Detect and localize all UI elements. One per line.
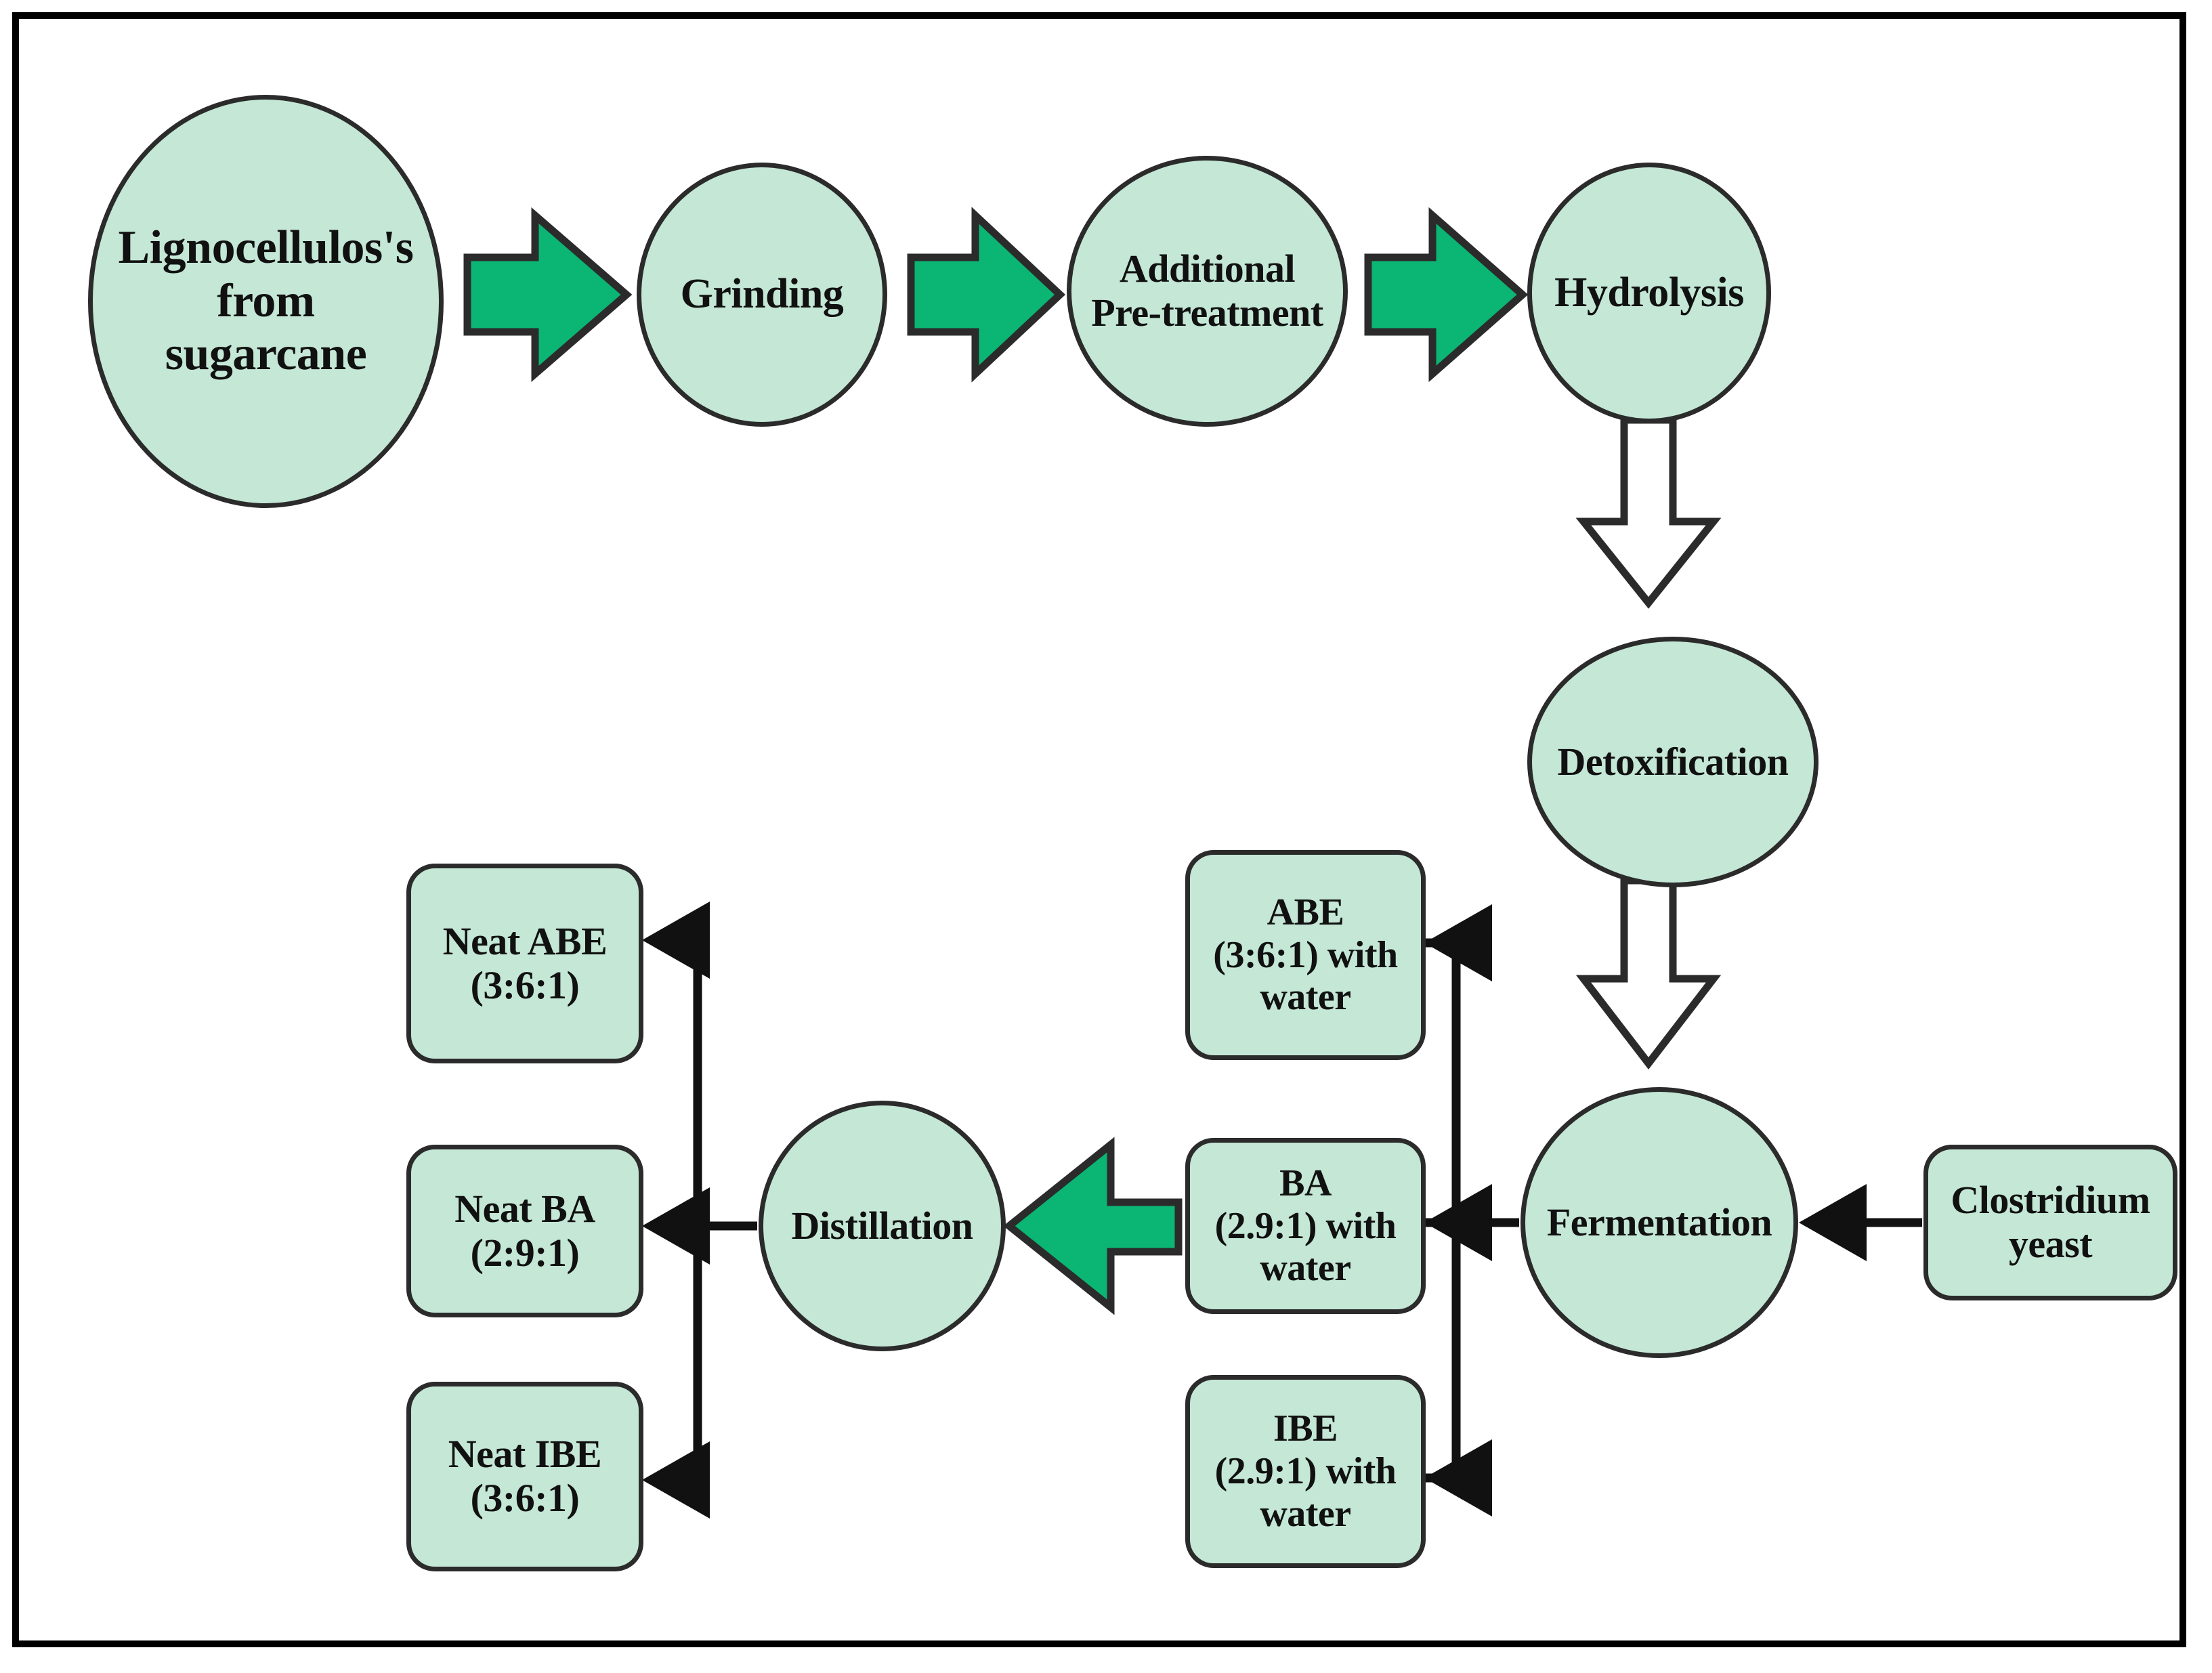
node-distillation[interactable]: Distillation [759,1101,1006,1351]
arrow-pretreatment-to-hydrolysis [1364,207,1529,383]
arrowhead-to-ibe-water [1424,1439,1492,1517]
node-pretreatment-label: Additional Pre-treatment [1091,247,1323,335]
node-clostridium-yeast-label: Clostridium yeast [1951,1178,2150,1266]
node-neat-ibe[interactable]: Neat IBE (3:6:1) [406,1382,643,1571]
node-pretreatment[interactable]: Additional Pre-treatment [1067,156,1348,427]
arrowhead-to-neat-ba [642,1187,710,1265]
node-ibe-with-water[interactable]: IBE (2.9:1) with water [1185,1375,1426,1568]
node-fermentation[interactable]: Fermentation [1520,1087,1798,1358]
node-distillation-label: Distillation [791,1203,973,1248]
arrow-ba-water-to-distillation [1003,1137,1183,1315]
node-neat-ba[interactable]: Neat BA (2:9:1) [406,1145,643,1317]
arrowhead-to-fermentation [1799,1184,1867,1261]
arrowhead-to-abe-water [1424,904,1492,981]
node-detoxification-label: Detoxification [1557,739,1789,784]
arrowhead-to-ba-water [1424,1184,1492,1261]
node-neat-ibe-label: Neat IBE (3:6:1) [448,1432,602,1520]
node-ba-with-water[interactable]: BA (2.9:1) with water [1185,1138,1426,1314]
node-hydrolysis[interactable]: Hydrolysis [1527,163,1771,423]
arrowhead-to-neat-ibe [642,1441,710,1519]
node-abe-with-water[interactable]: ABE (3:6:1) with water [1185,850,1426,1060]
node-ba-with-water-label: BA (2.9:1) with water [1214,1162,1397,1290]
node-abe-with-water-label: ABE (3:6:1) with water [1213,891,1398,1019]
node-neat-abe[interactable]: Neat ABE (3:6:1) [406,864,643,1063]
node-lignocellulose-label: Lignocellulos's from sugarcane [118,221,414,381]
node-ibe-with-water-label: IBE (2.9:1) with water [1214,1407,1397,1535]
arrowhead-to-neat-abe [642,902,710,979]
node-neat-abe-label: Neat ABE (3:6:1) [442,918,608,1007]
node-hydrolysis-label: Hydrolysis [1554,269,1744,316]
node-lignocellulose[interactable]: Lignocellulos's from sugarcane [88,95,444,508]
arrow-detoxification-to-fermentation [1575,876,1722,1070]
node-clostridium-yeast[interactable]: Clostridium yeast [1923,1145,2177,1300]
node-fermentation-label: Fermentation [1546,1200,1772,1244]
arrow-lignocellulose-to-grinding [463,207,633,383]
node-detoxification[interactable]: Detoxification [1527,637,1818,887]
node-neat-ba-label: Neat BA (2:9:1) [454,1186,595,1275]
arrow-hydrolysis-to-detoxification [1575,416,1722,609]
arrow-grinding-to-pretreatment [907,207,1066,383]
node-grinding[interactable]: Grinding [637,163,887,427]
node-grinding-label: Grinding [680,271,844,318]
